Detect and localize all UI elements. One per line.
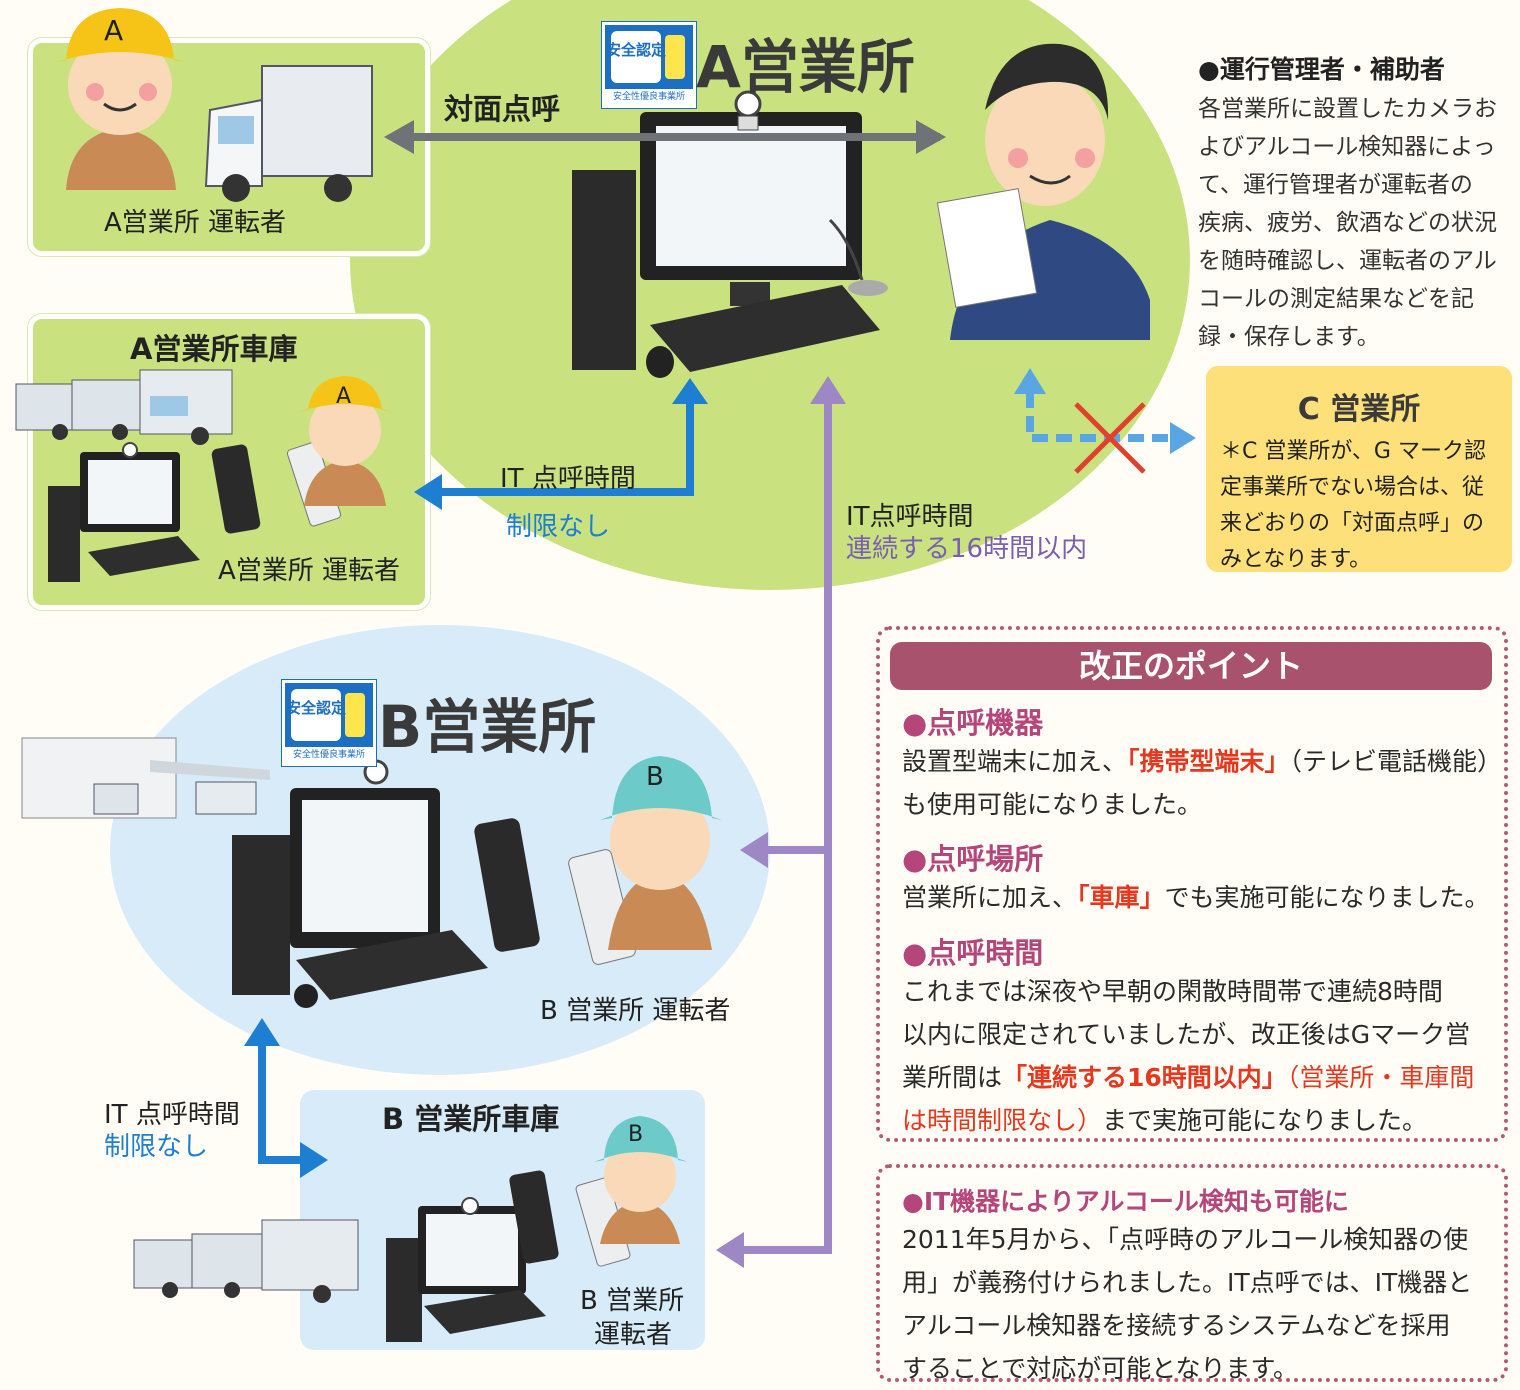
g-mark-badge: 安全認定 — [605, 41, 666, 59]
b-garage-arrow — [244, 1018, 328, 1178]
alcohol-box: ●IT機器によりアルコール検知も可能に 2011年5月から、「点呼時のアルコール… — [876, 1164, 1508, 1383]
a-it-roll-label: IT 点呼時間 — [500, 464, 636, 494]
time-head: ●点呼時間 — [902, 936, 1044, 970]
ab-it-roll-label: IT点呼時間 — [846, 502, 974, 532]
truck-icon — [204, 65, 373, 202]
manager-title: ●運行管理者・補助者 — [1198, 55, 1445, 84]
manager-line: を随時確認し、運転者のアル — [1198, 248, 1497, 274]
equipment-head: ●点呼機器 — [902, 706, 1044, 740]
office-c-line: 来どおりの「対面点呼」の — [1220, 511, 1485, 536]
time-line3-pre: 業所間は — [902, 1063, 1003, 1092]
office-c-line: みとなります。 — [1220, 547, 1372, 572]
b-it-roll-label: IT 点呼時間 — [104, 1100, 240, 1130]
g-mark-a: 安全認定 安全性優良事業所 — [602, 22, 696, 108]
manager-line: コールの測定結果などを記 — [1198, 286, 1474, 312]
truck-icon — [15, 369, 233, 445]
time-line4-post: まで実施可能になりました。 — [1102, 1106, 1428, 1135]
driver-icon — [600, 756, 722, 950]
office-c-line: 定事業所でない場合は、従 — [1220, 475, 1485, 500]
equipment-post: （テレビ電話機能） — [1289, 747, 1503, 776]
g-mark-b: 安全認定 安全性優良事業所 — [282, 680, 376, 766]
revision-box: 改正のポイント ●点呼機器 設置型端末に加え、「携帯型端末」（テレビ電話機能） … — [876, 626, 1508, 1142]
manager-line: て、運行管理者が運転者の — [1198, 172, 1473, 198]
face-to-face-label: 対面点呼 — [444, 92, 561, 126]
place-post: でも実施可能になりました。 — [1164, 883, 1490, 912]
computer-icon — [386, 1197, 546, 1342]
office-c-box: C 営業所 ＊C 営業所が、G マーク認 定事業所でない場合は、従 来どおりの「… — [1206, 366, 1512, 572]
truck-icon — [133, 1219, 359, 1303]
a-driver-label: A営業所 運転者 — [104, 208, 287, 238]
driver-icon — [298, 376, 392, 506]
g-mark-badge: 安全認定 — [285, 699, 346, 717]
place-head: ●点呼場所 — [902, 842, 1044, 876]
a-garage-title: A営業所車庫 — [130, 332, 298, 366]
b-garage-driver-label-1: B 営業所 — [580, 1286, 685, 1316]
alcohol-line: することで対応が可能となります。 — [902, 1354, 1299, 1383]
time-text: これまでは深夜や早朝の閑散時間帯で連続8時間 以内に限定されていましたが、改正後… — [902, 970, 1474, 1142]
office-a-title: A営業所 — [696, 33, 915, 101]
place-pre: 営業所に加え、 — [902, 883, 1078, 912]
revision-title: 改正のポイント — [890, 642, 1492, 690]
b-it-roll-limit: 制限なし — [104, 1132, 209, 1162]
time-line1: これまでは深夜や早朝の閑散時間帯で連続8時間 — [902, 977, 1443, 1006]
office-c-line: ＊C 営業所が、G マーク認 — [1220, 439, 1486, 464]
cap-letter-b: B — [646, 762, 664, 792]
cross-icon — [1074, 402, 1146, 474]
cap-letter-a: A — [104, 14, 124, 47]
time-highlight: 「連続する16時間以内」 — [1002, 1063, 1287, 1092]
time-line2: 以内に限定されていましたが、改正後はGマーク営 — [902, 1020, 1471, 1049]
b-garage-driver-label-2: 運転者 — [594, 1320, 673, 1350]
office-c-title: C 営業所 — [1297, 392, 1421, 427]
face-to-face-arrow — [384, 120, 946, 154]
office-b-title: B営業所 — [378, 693, 597, 761]
alcohol-line: 2011年5月から、「点呼時のアルコール検知器の使 — [902, 1225, 1469, 1254]
manager-line: 各営業所に設置したカメラお — [1198, 96, 1497, 122]
computer-icon — [232, 759, 488, 1008]
alcohol-text: 2011年5月から、「点呼時のアルコール検知器の使 用」が義務付けられました。I… — [902, 1218, 1472, 1390]
alcohol-line: アルコール検知器を接続するシステムなどを採用 — [902, 1311, 1451, 1340]
cap-letter-a-garage: A — [336, 384, 352, 409]
time-line4-note: は時間制限なし） — [902, 1106, 1103, 1135]
place-highlight: 「車庫」 — [1077, 883, 1165, 912]
b-garage-title: B 営業所車庫 — [382, 1102, 560, 1136]
equipment-line2: も使用可能になりました。 — [902, 790, 1203, 819]
manager-line: 録・保存します。 — [1198, 324, 1380, 350]
equipment-pre: 設置型端末に加え、 — [902, 747, 1128, 776]
a-it-roll-limit: 制限なし — [506, 512, 611, 542]
manager-icon — [936, 43, 1150, 340]
computer-icon — [48, 442, 200, 582]
alcohol-head: ●IT機器によりアルコール検知も可能に — [902, 1187, 1349, 1216]
equipment-text: 設置型端末に加え、「携帯型端末」（テレビ電話機能） も使用可能になりました。 — [902, 740, 1502, 826]
a-garage-arrow — [414, 378, 708, 510]
c-arrow — [1014, 368, 1196, 454]
time-line3-post: （営業所・車庫間 — [1286, 1063, 1475, 1092]
b-driver-label: B 営業所 運転者 — [540, 996, 731, 1026]
manager-note: ●運行管理者・補助者 各営業所に設置したカメラお よびアルコール検知器によっ て… — [1198, 50, 1516, 356]
ab-arrow — [716, 376, 846, 1268]
computer-icon — [572, 90, 888, 378]
driver-icon — [594, 1116, 688, 1244]
cap-letter-b-garage: B — [628, 1122, 644, 1147]
manager-line: よびアルコール検知器によっ — [1198, 134, 1496, 160]
g-mark-caption: 安全性優良事業所 — [605, 89, 693, 105]
equipment-highlight: 「携帯型端末」 — [1127, 747, 1290, 776]
manager-line: 疾病、疲労、飲酒などの状況 — [1198, 210, 1497, 236]
a-garage-driver-label: A営業所 運転者 — [218, 556, 401, 586]
garage-icon — [21, 737, 270, 819]
driver-icon — [56, 8, 186, 190]
place-text: 営業所に加え、「車庫」でも実施可能になりました。 — [902, 876, 1490, 919]
phone-icon — [509, 1170, 631, 1267]
g-mark-caption: 安全性優良事業所 — [285, 747, 373, 763]
alcohol-line: 用」が義務付けられました。IT点呼では、IT機器と — [902, 1268, 1473, 1297]
ab-it-roll-limit: 連続する16時間以内 — [846, 534, 1088, 564]
